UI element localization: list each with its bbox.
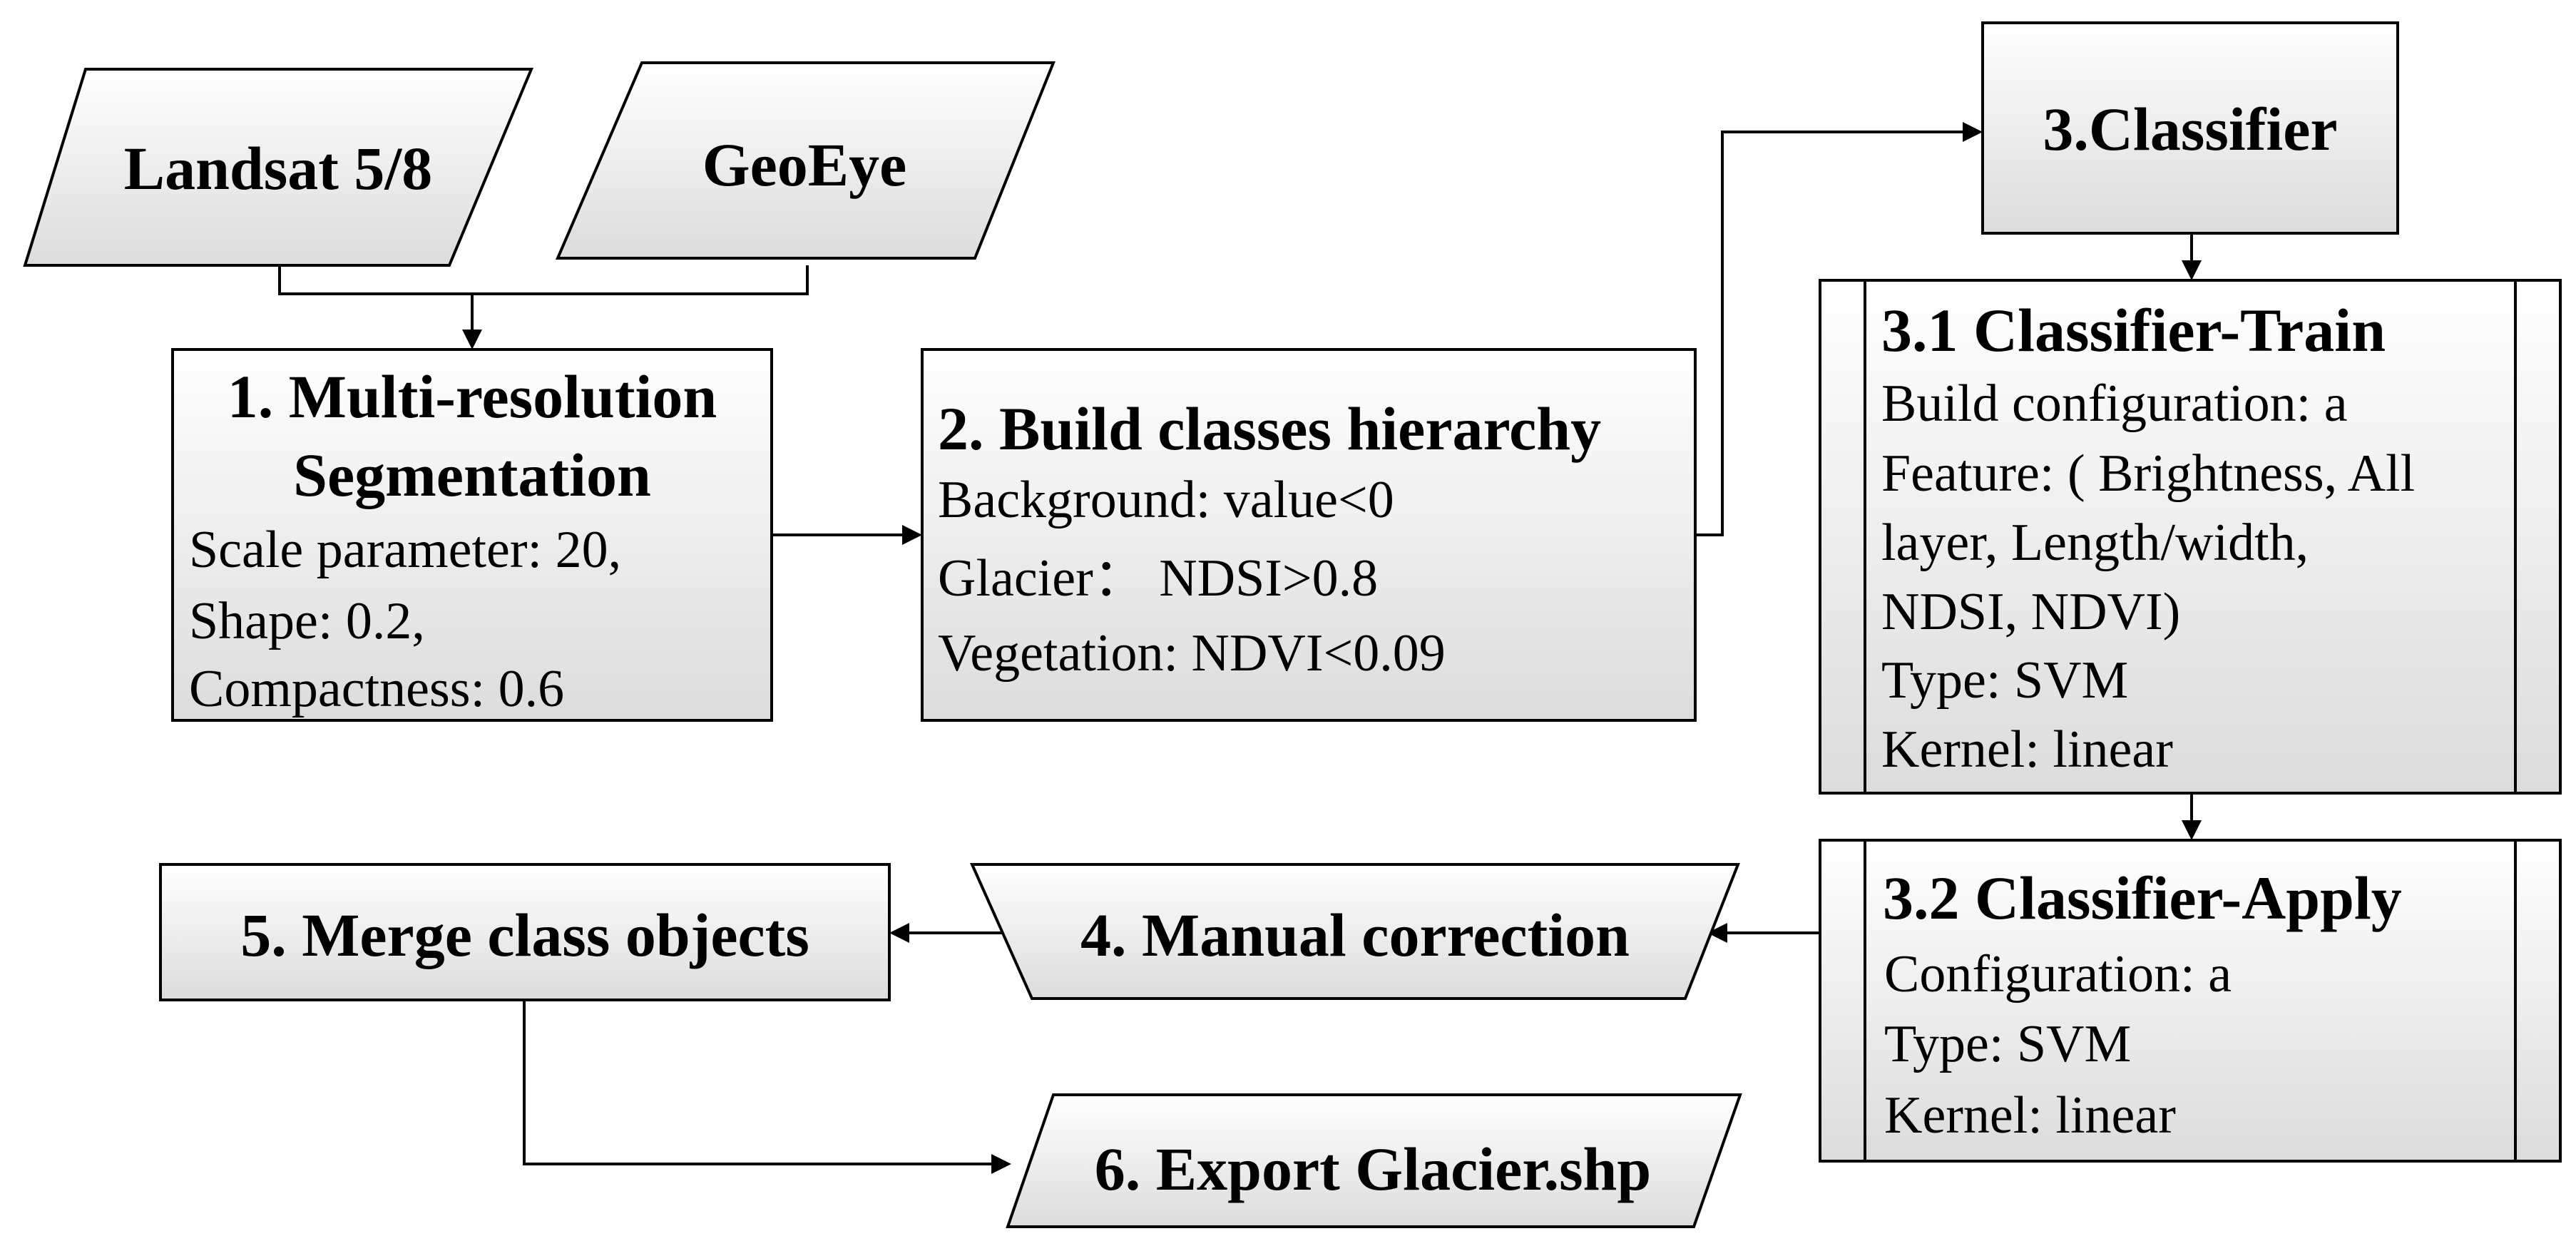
step1-title-line2: Segmentation: [293, 441, 651, 509]
step3-1-feature-line3: NDSI, NDVI): [1881, 583, 2180, 641]
arrowhead-step2: [902, 525, 922, 545]
step3-2-apply-box: 3.2 Classifier-Apply Configuration: a Ty…: [1819, 839, 2562, 1163]
arrowhead-step5: [889, 923, 909, 943]
step6-export-box: 6. Export Glacier.shp: [1006, 1093, 1742, 1228]
step2-background-rule: Background: value<0: [938, 471, 1394, 529]
connectors: [278, 122, 2202, 1174]
step1-segmentation-box: 1. Multi-resolution Segmentation Scale p…: [171, 348, 773, 722]
step5-merge-box: 5. Merge class objects: [159, 863, 891, 1001]
connector-step2-to-step3: [1695, 131, 1963, 536]
step4-manual-correction-box: 4. Manual correction: [969, 863, 1740, 1000]
step3-1-feature-line1: Feature: ( Brightness, All: [1881, 444, 2415, 503]
input-geoeye-label: GeoEye: [702, 131, 907, 199]
arrowhead-step3: [1963, 122, 1983, 142]
step3-1-title: 3.1 Classifier-Train: [1881, 296, 2386, 364]
step6-title: 6. Export Glacier.shp: [1095, 1135, 1651, 1203]
step3-2-title: 3.2 Classifier-Apply: [1883, 864, 2402, 932]
step1-title-line1: 1. Multi-resolution: [228, 362, 717, 431]
arrowhead-step1: [462, 330, 482, 349]
step2-glacier-rule: Glacier： NDSI>0.8: [938, 549, 1378, 608]
step1-scale-parameter: Scale parameter: 20,: [189, 521, 621, 579]
arrowhead-step3-2: [2182, 820, 2202, 840]
step3-1-kernel: Kernel: linear: [1881, 720, 2173, 779]
input-landsat: Landsat 5/8: [23, 68, 534, 267]
step1-compactness: Compactness: 0.6: [189, 660, 564, 718]
arrowhead-step3-1: [2182, 260, 2202, 280]
step2-hierarchy-box: 2. Build classes hierarchy Background: v…: [921, 348, 1697, 722]
step4-title: 4. Manual correction: [1080, 901, 1630, 969]
step5-title: 5. Merge class objects: [240, 901, 809, 969]
step3-classifier-box: 3.Classifier: [1981, 21, 2399, 235]
connector-landsat-to-step1: [278, 265, 809, 295]
step3-2-configuration: Configuration: a: [1884, 945, 2232, 1004]
step3-1-train-box: 3.1 Classifier-Train Build configuration…: [1819, 279, 2562, 795]
arrowhead-step4: [1707, 923, 1727, 943]
step1-shape: Shape: 0.2,: [189, 592, 425, 650]
step2-vegetation-rule: Vegetation: NDVI<0.09: [938, 624, 1446, 683]
step3-2-kernel: Kernel: linear: [1884, 1086, 2176, 1145]
input-geoeye: GeoEye: [555, 61, 1056, 260]
step3-2-type: Type: SVM: [1884, 1015, 2131, 1073]
step3-1-type: Type: SVM: [1881, 651, 2128, 710]
input-landsat-label: Landsat 5/8: [124, 134, 433, 203]
step3-title: 3.Classifier: [2043, 95, 2337, 163]
arrowhead-step6: [991, 1154, 1011, 1174]
step3-1-feature-line2: layer, Length/width,: [1881, 514, 2309, 572]
step2-title: 2. Build classes hierarchy: [938, 394, 1601, 463]
step3-1-build-configuration: Build configuration: a: [1881, 374, 2348, 433]
connector-step5-to-step6: [523, 1000, 991, 1165]
